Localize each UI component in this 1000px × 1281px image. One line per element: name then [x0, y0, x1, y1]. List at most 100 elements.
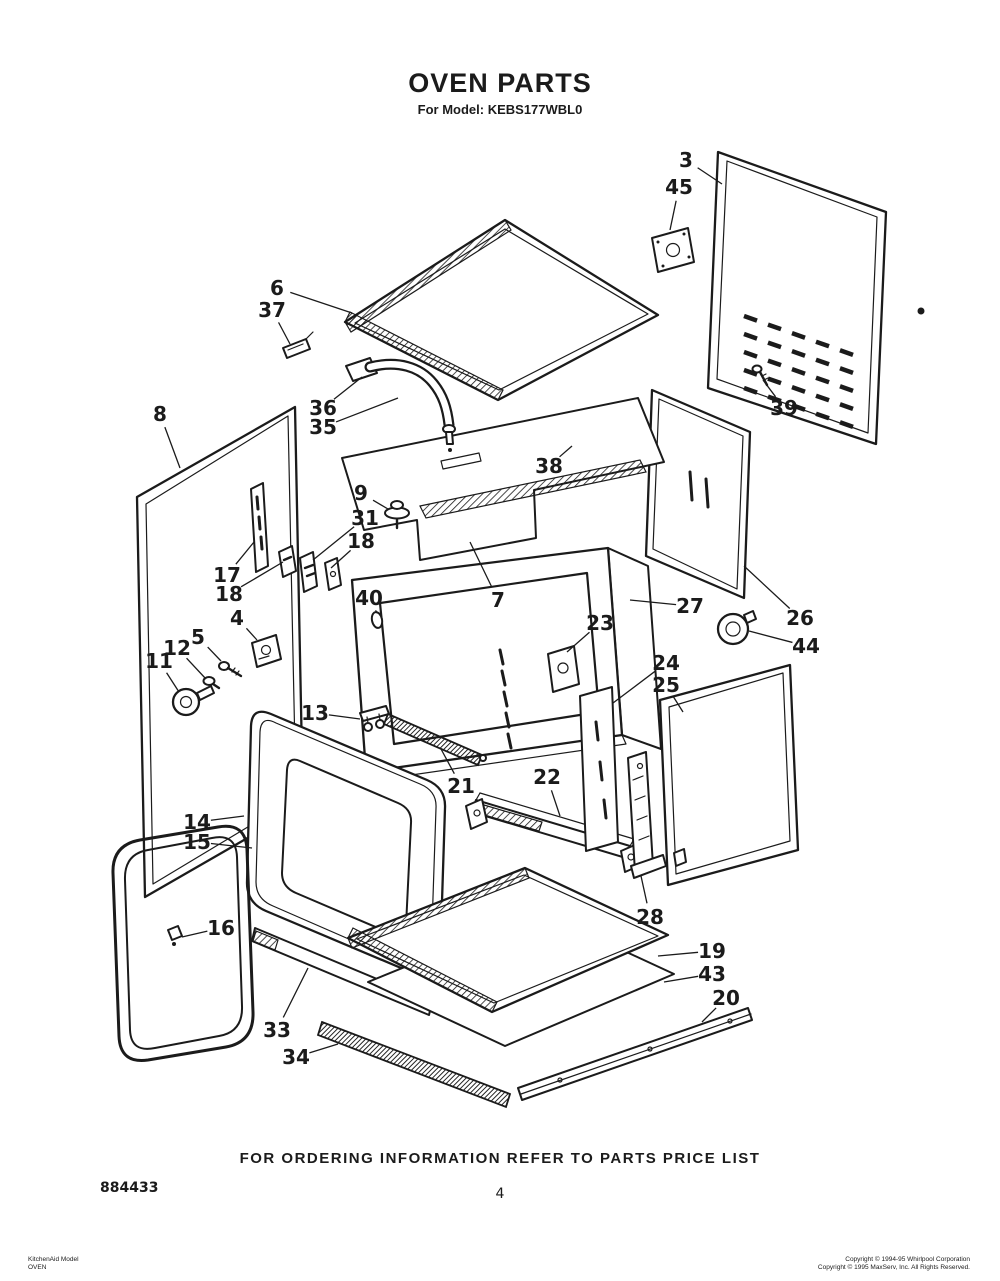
- leader-line-11: [166, 672, 180, 693]
- bottom-trim: [517, 1007, 753, 1101]
- support-clip: [299, 551, 318, 593]
- vent-slot: [839, 384, 854, 393]
- leader-line-6: [290, 291, 353, 314]
- callout-27: 27: [676, 594, 704, 618]
- leader-line-45: [669, 200, 677, 231]
- heating-rod: [382, 712, 487, 767]
- vent-slot: [767, 376, 782, 386]
- spacer: [202, 676, 221, 690]
- leader-line-5: [207, 646, 222, 662]
- liner-top-edge: [419, 459, 647, 519]
- callout-12: 12: [163, 636, 191, 660]
- callout-24: 24: [652, 651, 680, 675]
- leader-line-17: [235, 541, 255, 565]
- vent-slot: [791, 367, 806, 376]
- vent-slot: [767, 340, 782, 350]
- callout-28: 28: [636, 905, 664, 929]
- leader-line-19: [657, 951, 699, 957]
- oven-cavity: [350, 546, 662, 782]
- callout-25: 25: [652, 673, 680, 697]
- leader-line-23: [566, 631, 590, 653]
- vent-slot: [743, 331, 758, 341]
- corner-model-line2: OVEN: [28, 1264, 47, 1272]
- vent-slot: [767, 358, 782, 368]
- callout-38: 38: [535, 454, 563, 478]
- callout-43: 43: [698, 962, 726, 986]
- leader-line-15: [210, 842, 253, 849]
- lower-trim-strip: [251, 927, 433, 1016]
- copyright-notice: Copyright © 1994-95 Whirlpool Corporatio…: [818, 1256, 970, 1273]
- leader-line-44: [748, 630, 793, 644]
- top-panel: [343, 218, 660, 402]
- vent-slot: [815, 339, 830, 349]
- vent-slot: [791, 349, 806, 358]
- vent-slot: [839, 402, 854, 411]
- vent-slot: [791, 403, 806, 412]
- vent-slot: [815, 411, 830, 421]
- side-plate: [547, 645, 580, 693]
- callout-13: 13: [301, 701, 329, 725]
- callout-39: 39: [770, 396, 798, 420]
- leader-line-36: [333, 376, 363, 400]
- callout-34: 34: [282, 1045, 310, 1069]
- vent-slot: [743, 313, 758, 323]
- leader-line-4: [245, 627, 258, 641]
- page-title: OVEN PARTS: [408, 68, 592, 98]
- callout-8: 8: [153, 402, 167, 426]
- scan-speckle: [917, 307, 925, 315]
- footer-note: FOR ORDERING INFORMATION REFER TO PARTS …: [239, 1150, 761, 1167]
- leader-line-14: [210, 815, 245, 821]
- side-rail-bracket: [579, 686, 619, 852]
- insulation-shelf: [341, 397, 665, 561]
- callout-31: 31: [351, 506, 379, 530]
- leader-line-26: [743, 565, 791, 609]
- callout-15: 15: [183, 830, 211, 854]
- leader-line-31: [312, 526, 355, 561]
- callout-6: 6: [270, 276, 284, 300]
- leader-line-25: [672, 696, 684, 713]
- small-bracket-2: [324, 557, 342, 591]
- leader-line-7: [469, 541, 493, 588]
- leader-line-28: [640, 875, 648, 904]
- small-bracket: [278, 545, 297, 578]
- corner-model-label: KitchenAid Model OVEN: [28, 1256, 79, 1273]
- callout-40: 40: [355, 586, 383, 610]
- latch-plate: [251, 634, 282, 668]
- vent-strip: [316, 1020, 512, 1109]
- vent-slot: [767, 322, 782, 332]
- callout-17: 17: [213, 563, 241, 587]
- leader-line-37: [277, 322, 291, 345]
- callout-35: 35: [309, 415, 337, 439]
- callout-44: 44: [792, 634, 820, 658]
- clip-bracket: [282, 331, 314, 359]
- callout-21: 21: [447, 774, 475, 798]
- right-lower-panel: [658, 663, 800, 887]
- callout-36: 36: [309, 396, 337, 420]
- side-bracket: [250, 482, 269, 573]
- vent-slot: [743, 349, 758, 359]
- knob: [171, 685, 215, 717]
- callout-45: 45: [665, 175, 693, 199]
- callout-18: 18: [215, 582, 243, 606]
- vent-slot: [767, 394, 782, 404]
- vent-slot: [839, 348, 854, 357]
- door-gasket: [111, 824, 255, 1062]
- vent-slot: [791, 331, 806, 340]
- ring-bezel: [716, 610, 757, 646]
- screw-2: [218, 661, 243, 678]
- vent-slot: [743, 367, 758, 377]
- bottom-panel: [346, 866, 670, 1014]
- leader-line-12: [186, 657, 207, 680]
- leader-line-9: [372, 499, 389, 510]
- leader-line-35: [335, 397, 399, 423]
- callout-14: 14: [183, 810, 211, 834]
- callout-33: 33: [263, 1018, 291, 1042]
- copyright-line2: Copyright © 1995 MaxServ, Inc. All Right…: [817, 1264, 970, 1272]
- leader-line-16: [181, 930, 208, 938]
- vent-slot: [815, 393, 830, 403]
- callout-20: 20: [712, 986, 740, 1010]
- corner-model-line1: KitchenAid Model: [28, 1256, 79, 1263]
